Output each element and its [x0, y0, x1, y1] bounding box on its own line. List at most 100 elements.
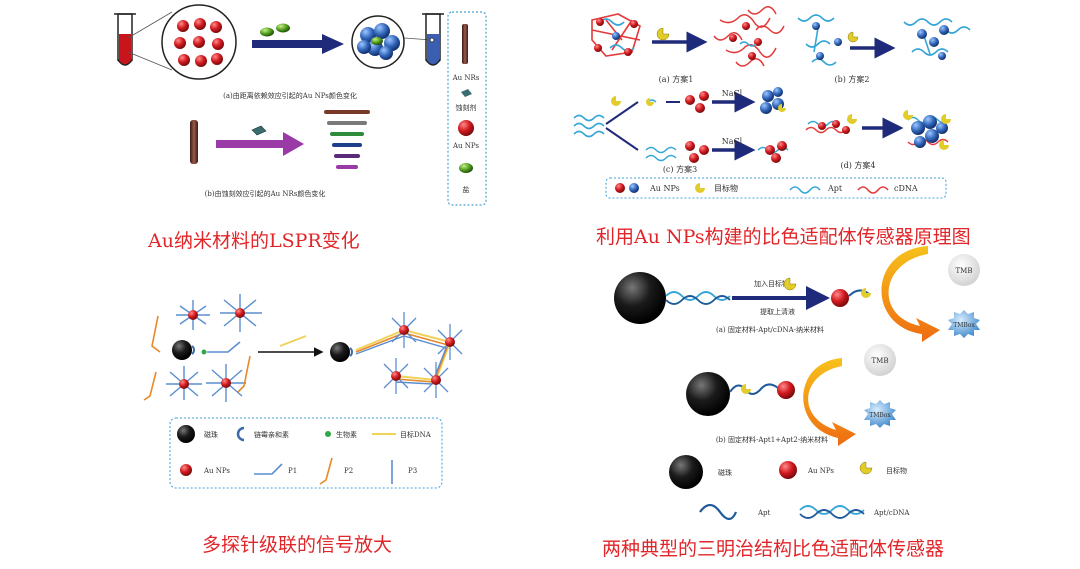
br-legend-apt-cdna: Apt/cDNA — [873, 509, 910, 517]
br-au-np-a — [831, 289, 849, 307]
br-legend-target: 目标物 — [886, 466, 907, 475]
scheme3-upper-bound — [646, 98, 657, 106]
scheme3-lower — [645, 141, 709, 163]
p2-strands — [143, 315, 251, 401]
bl-legend-biotin-icon — [325, 431, 331, 437]
br-add-target: 加入目标物 — [754, 279, 789, 288]
br-au-np-b — [777, 381, 795, 399]
br-legend-au-nps: Au NPs — [807, 467, 834, 475]
tr-legend-red-np — [615, 183, 625, 193]
br-tmbox-b-label: TMBox — [869, 412, 891, 419]
tr-legend-cdna-icon — [857, 186, 889, 194]
bl-legend-au-nps: Au NPs — [203, 467, 230, 475]
scheme3-stable-red — [757, 141, 789, 163]
scheme3-label: (c) 方案3 — [663, 164, 697, 174]
test-tube-blue — [422, 13, 444, 66]
bl-legend-p3: P3 — [408, 467, 417, 475]
scheme3-apt-strands — [573, 114, 605, 138]
aggregated-au-nps-circle — [351, 15, 405, 69]
etchant-icon — [251, 125, 267, 136]
star-probe-4 — [206, 364, 246, 402]
br-legend-target-icon — [859, 461, 873, 475]
tr-legend-target-icon — [695, 183, 705, 193]
salt-particles — [260, 23, 290, 37]
br-legend-au-icon — [779, 461, 797, 479]
br-legend-apt-icon — [699, 503, 738, 521]
scheme1-au-nps-left — [594, 18, 638, 56]
caption-colorimetric-principle: 利用Au NPs构建的比色适配体传感器原理图 — [596, 226, 971, 248]
scheme1-au-nps-right — [729, 22, 762, 60]
scheme1-right-dispersed — [713, 6, 785, 67]
bl-legend-target-dna: 目标DNA — [400, 430, 432, 439]
br-tmb-a — [948, 254, 980, 286]
legend-salt-icon — [459, 163, 473, 173]
nacl-label-2: NaCl — [722, 137, 743, 146]
bl-legend-p1-icon — [254, 463, 283, 475]
br-tmb-b — [864, 344, 896, 376]
navy-arrow-aggregation — [252, 34, 344, 54]
bl-legend-streptavidin-icon — [236, 426, 245, 442]
dispersed-au-nps-circle — [161, 4, 237, 80]
br-dna-helix-a — [665, 291, 731, 305]
scheme3-au-np-a — [685, 95, 695, 105]
branch-arrow-down — [605, 127, 639, 151]
br-tmbox-a — [948, 310, 980, 338]
br-tmb-a-label: TMB — [956, 267, 973, 275]
scheme2-right-aggregated — [903, 18, 971, 56]
target-icon-s2 — [847, 31, 859, 43]
br-tmb-b-label: TMB — [872, 357, 889, 365]
br-legend-helix-icon — [799, 505, 865, 519]
legend-au-nr-icon — [462, 24, 468, 64]
scheme2-label: (b) 方案2 — [835, 74, 870, 84]
bl-legend-bead-icon — [177, 425, 195, 443]
scheme4-label: (d) 方案4 — [841, 160, 876, 170]
branch-arrow-up — [605, 101, 639, 125]
br-apt-loop-a — [848, 289, 870, 297]
bl-legend-p2-icon — [319, 457, 333, 485]
tr-legend-cdna: cDNA — [894, 184, 918, 193]
target-icon-s3a — [611, 96, 621, 106]
scheme4-left — [805, 114, 857, 134]
target-dna-strand — [279, 335, 307, 347]
scheme3-au-np-b — [699, 91, 709, 101]
bl-legend-bead: 磁珠 — [204, 430, 218, 439]
scheme2-au-nps-right — [917, 25, 949, 60]
scheme2-au-nps-left — [812, 22, 842, 60]
bl-legend-p2: P2 — [344, 467, 353, 475]
bl-legend-p1: P1 — [288, 467, 297, 475]
br-tmbox-a-label: TMBox — [953, 322, 975, 329]
legend-etchant-icon — [461, 89, 472, 97]
scheme2-left-network — [797, 14, 837, 66]
tr-legend-au-nps: Au NPs — [649, 184, 680, 193]
bl-legend-au-icon — [180, 464, 192, 476]
legend-au-nrs: Au NRs — [452, 74, 480, 82]
star-probe-2 — [220, 294, 262, 332]
br-target-icon-b — [741, 384, 751, 394]
tl-legend-box — [447, 11, 487, 206]
tl-sub-a-label: (a)由距离依赖效应引起的Au NPs颜色变化 — [223, 91, 357, 100]
au-nanorod — [190, 120, 198, 164]
etched-rods-stack — [324, 110, 370, 169]
target-icon-s1 — [656, 27, 670, 41]
star-probe-1 — [176, 300, 210, 330]
scheme3-au-np-c — [695, 103, 705, 113]
scheme4-right-aggregate — [903, 110, 951, 150]
br-target-icon-bound-a — [861, 288, 871, 298]
scheme3-aggregated-blue — [760, 87, 786, 114]
legend-au-nps: Au NPs — [452, 142, 479, 150]
tr-legend-apt-icon — [789, 186, 821, 194]
legend-etchant: 蚀刻剂 — [456, 103, 477, 112]
br-orange-arrow-b — [803, 358, 856, 446]
tl-sub-b-label: (b)由蚀刻效应引起的Au NRs颜色变化 — [205, 189, 326, 198]
caption-multi-probe-cascade: 多探针级联的信号放大 — [202, 534, 393, 556]
star-probe-3 — [166, 366, 202, 400]
scheme1-label: (a) 方案1 — [659, 74, 694, 84]
br-sub-b: (b) 固定材料-Apt1+Apt2-纳米材料 — [716, 435, 828, 444]
br-legend-bead-icon — [669, 455, 703, 489]
br-legend-apt: Apt — [757, 509, 771, 517]
br-tmbox-b — [864, 400, 896, 428]
bl-legend-streptavidin: 链霉亲和素 — [254, 430, 289, 439]
bl-legend-box — [169, 417, 443, 489]
bl-legend-biotin: 生物素 — [336, 430, 357, 439]
